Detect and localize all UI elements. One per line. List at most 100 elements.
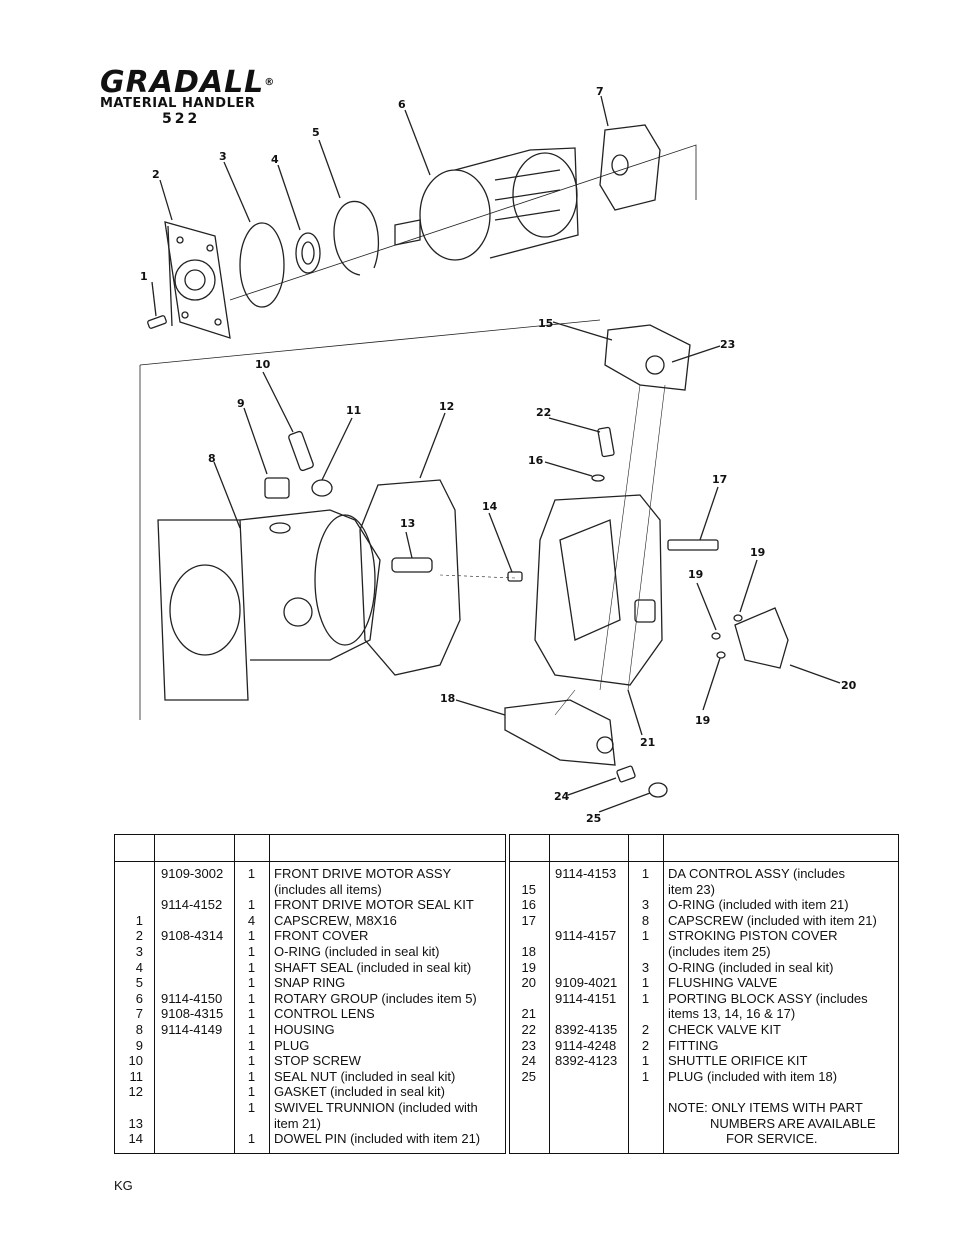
table-header: [115, 835, 505, 862]
item-number: 2: [135, 928, 143, 944]
callout-19a: 19: [750, 546, 765, 559]
item-number: 8: [135, 1022, 143, 1037]
description: SHAFT SEAL (included in seal kit): [274, 959, 472, 975]
plug-25-part: [648, 782, 668, 798]
quantity: 1: [247, 1053, 256, 1069]
description: SHUTTLE ORIFICE KIT: [668, 1053, 808, 1069]
o-ring-16-part: [591, 474, 605, 482]
porting-block-assy-part: [534, 494, 663, 686]
description: HOUSING: [274, 1022, 335, 1037]
callout-3: 3: [219, 150, 227, 163]
snap-ring-part: [333, 200, 380, 276]
description: O-RING (included in seal kit): [668, 959, 834, 975]
quantity: 1: [247, 959, 256, 975]
callout-8: 8: [208, 452, 216, 465]
check-valve-part: [597, 426, 615, 458]
brand-logo: GRADALL® MATERIAL HANDLER 522: [100, 65, 276, 128]
quantity: 1: [247, 944, 256, 959]
description: PLUG (included with item 18): [668, 1068, 838, 1084]
description: FRONT COVER: [274, 928, 369, 944]
item-number: 15: [521, 881, 536, 897]
brand-model: 522: [162, 111, 201, 127]
quantity: 2: [641, 1037, 650, 1053]
quantity: 1: [247, 928, 256, 944]
description: CHECK VALVE KIT: [668, 1022, 781, 1037]
quantity: 1: [247, 1100, 256, 1115]
capscrew-part: [147, 315, 167, 329]
part-number: 9114-4149: [161, 1022, 223, 1037]
quantity: 1: [641, 866, 650, 881]
table-header: [510, 835, 898, 862]
item-number: 11: [129, 1068, 144, 1084]
callout-5: 5: [312, 126, 320, 139]
description: ROTARY GROUP (includes item 5): [274, 990, 477, 1006]
quantity: 1: [247, 1068, 256, 1084]
description: FLUSHING VALVE: [668, 975, 778, 991]
quantity: 1: [247, 897, 256, 913]
shuttle-orifice-part: [616, 765, 636, 783]
description: FRONT DRIVE MOTOR ASSY(includes all item…: [274, 866, 452, 897]
item-number: 13: [128, 1115, 143, 1131]
item-number: 12: [128, 1084, 143, 1100]
callout-17: 17: [712, 473, 727, 486]
item-number: 7: [135, 1006, 143, 1022]
item-number: 6: [135, 990, 143, 1006]
brand-name: GRADALL®: [100, 65, 276, 100]
item-number: 21: [521, 1006, 536, 1022]
callout-7: 7: [596, 85, 604, 98]
callout-21: 21: [640, 736, 655, 749]
part-number: 8392-4123: [555, 1053, 618, 1069]
description: SNAP RING: [274, 975, 346, 991]
description: STROKING PISTON COVER(includes item 25): [668, 928, 838, 959]
item-number: 25: [521, 1068, 536, 1084]
quantity: 4: [247, 912, 256, 928]
item-number: 9: [135, 1037, 143, 1053]
description: CONTROL LENS: [274, 1006, 375, 1022]
stop-screw-part: [288, 430, 314, 472]
brand-subtitle: MATERIAL HANDLER: [100, 96, 256, 111]
dowel-pin-part: [507, 571, 523, 582]
rotary-group-part: [394, 147, 579, 261]
item-number: 3: [135, 944, 143, 959]
callout-19c: 19: [695, 714, 710, 727]
quantity: 1: [641, 1053, 650, 1069]
callout-12: 12: [439, 400, 454, 413]
part-number: 8392-4135: [555, 1022, 618, 1037]
callout-16: 16: [528, 454, 544, 467]
callout-18: 18: [440, 692, 455, 705]
callout-2: 2: [152, 168, 160, 181]
description: O-RING (included with item 21): [668, 897, 849, 913]
parts-table-left: 9109-3002 1 FRONT DRIVE MOTOR ASSY(include…: [114, 834, 506, 1154]
quantity: 1: [247, 1006, 256, 1022]
description: DOWEL PIN (included with item 21): [274, 1131, 481, 1147]
part-number: 9114-4153: [555, 866, 617, 881]
description: O-RING (included in seal kit): [274, 944, 440, 959]
swivel-trunnion-part: [391, 557, 433, 573]
item-number: 24: [521, 1053, 536, 1069]
callout-11: 11: [346, 404, 361, 417]
part-number: 9109-3002: [161, 866, 224, 881]
item-number: 20: [521, 975, 536, 991]
callout-25: 25: [586, 812, 601, 825]
callout-14: 14: [482, 500, 498, 513]
item-number: 18: [521, 943, 536, 959]
item-number: 5: [135, 975, 143, 991]
da-control-assy-part: [604, 324, 691, 391]
callout-20: 20: [841, 679, 857, 692]
shaft-seal-part: [295, 232, 321, 274]
housing-part: [157, 509, 381, 701]
o-ring-19b-part: [711, 632, 721, 640]
item-number: 23: [521, 1037, 536, 1053]
item-number: 14: [128, 1131, 143, 1147]
callout-6: 6: [398, 98, 406, 111]
flushing-valve-part: [734, 607, 789, 669]
quantity: 1: [247, 990, 256, 1006]
callout-19b: 19: [688, 568, 703, 581]
service-note: NOTE: ONLY ITEMS WITH PART NUMBERS ARE A…: [668, 1100, 876, 1147]
quantity: 3: [641, 897, 650, 913]
quantity: 1: [247, 1084, 256, 1100]
callout-9: 9: [237, 397, 245, 410]
